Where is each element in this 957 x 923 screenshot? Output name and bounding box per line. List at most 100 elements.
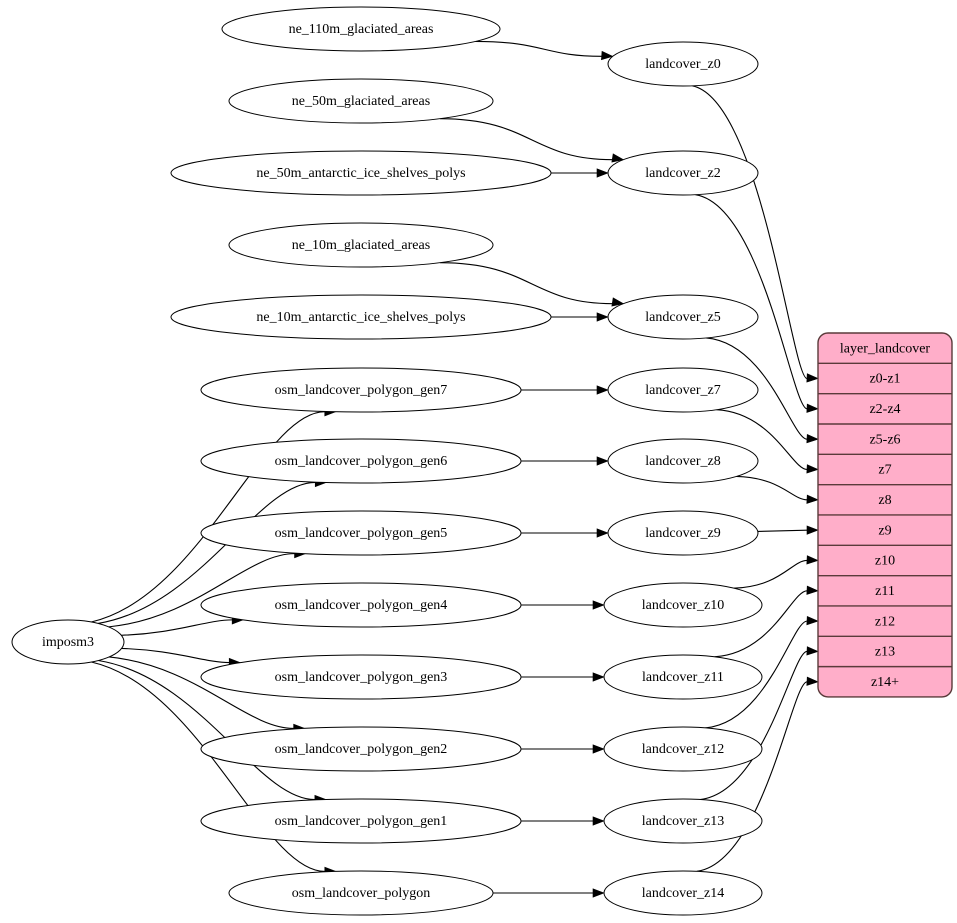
edge-path	[757, 529, 808, 532]
graph-node-ne_10m_glaciated_areas[interactable]: ne_10m_glaciated_areas	[228, 222, 494, 268]
table-row[interactable]: z14+	[871, 675, 899, 690]
edge-landcover_z9-to-table-row-z9	[757, 525, 819, 535]
node-ellipse	[200, 438, 522, 484]
graph-node-landcover_z12[interactable]: landcover_z12	[603, 726, 763, 772]
graph-node-landcover_z14[interactable]: landcover_z14	[603, 870, 763, 916]
edge-arrowhead	[601, 50, 614, 61]
node-label: landcover_z14	[642, 886, 724, 901]
node-label: landcover_z8	[645, 454, 720, 469]
table-row[interactable]: z5-z6	[869, 432, 900, 447]
graph-node-osm_landcover_polygon_gen3[interactable]: osm_landcover_polygon_gen3	[200, 654, 522, 700]
graph-node-landcover_z7[interactable]: landcover_z7	[607, 367, 759, 413]
table-row[interactable]: z0-z1	[869, 372, 900, 387]
graph-node-osm_landcover_polygon_gen6[interactable]: osm_landcover_polygon_gen6	[200, 438, 522, 484]
graph-node-landcover_z11[interactable]: landcover_z11	[603, 654, 763, 700]
table-row[interactable]: z13	[875, 645, 895, 660]
node-ellipse	[607, 367, 759, 413]
node-ellipse	[603, 726, 763, 772]
edge-arrowhead	[592, 816, 605, 826]
graph-node-osm_landcover_polygon[interactable]: osm_landcover_polygon	[228, 870, 494, 916]
node-ellipse	[200, 510, 522, 556]
node-label: landcover_z12	[642, 742, 724, 757]
graph-node-landcover_z5[interactable]: landcover_z5	[607, 294, 759, 340]
edge-osm_landcover_polygon_gen7-to-landcover_z7	[521, 385, 609, 395]
node-ellipse	[200, 582, 522, 628]
edge-arrowhead	[596, 456, 609, 466]
table-row[interactable]: z9	[878, 523, 891, 538]
node-label: imposm3	[42, 635, 94, 650]
table-row[interactable]: z10	[875, 554, 895, 569]
node-label: osm_landcover_polygon_gen6	[275, 454, 448, 469]
edge-arrowhead	[592, 744, 605, 754]
graph-node-landcover_z9[interactable]: landcover_z9	[607, 510, 759, 556]
node-label: osm_landcover_polygon_gen7	[275, 383, 448, 398]
node-label: ne_50m_glaciated_areas	[292, 94, 430, 109]
edge-arrowhead	[592, 888, 605, 898]
edge-path	[439, 118, 613, 161]
edge-landcover_z2-to-table-row-z2-z4	[695, 194, 819, 413]
edge-path	[121, 619, 233, 636]
node-label: landcover_z5	[645, 310, 720, 325]
edge-landcover_z8-to-table-row-z8	[736, 475, 819, 504]
table-row[interactable]: z12	[875, 614, 895, 629]
node-ellipse	[228, 78, 494, 124]
graph-node-osm_landcover_polygon_gen5[interactable]: osm_landcover_polygon_gen5	[200, 510, 522, 556]
graph-node-ne_50m_antarctic_ice_shelves_polys[interactable]: ne_50m_antarctic_ice_shelves_polys	[170, 150, 552, 196]
node-ellipse	[607, 41, 759, 87]
table-row-label: z11	[875, 584, 895, 599]
node-label: osm_landcover_polygon_gen3	[275, 670, 448, 685]
graph-node-landcover_z13[interactable]: landcover_z13	[603, 798, 763, 844]
edge-arrowhead	[806, 646, 819, 656]
graph-node-ne_10m_antarctic_ice_shelves_polys[interactable]: ne_10m_antarctic_ice_shelves_polys	[170, 294, 552, 340]
edge-arrowhead	[806, 464, 819, 474]
node-label: landcover_z11	[642, 670, 724, 685]
edge-imposm3-to-osm_landcover_polygon_gen4	[121, 615, 244, 636]
node-ellipse	[603, 582, 763, 628]
table-row[interactable]: z7	[878, 463, 891, 478]
edge-path	[705, 620, 808, 729]
edge-arrowhead	[806, 433, 819, 444]
edge-arrowhead	[806, 615, 819, 626]
node-ellipse	[607, 150, 759, 196]
table-row[interactable]: z2-z4	[869, 402, 900, 417]
edge-path	[736, 475, 808, 501]
edge-osm_landcover_polygon_gen2-to-landcover_z12	[521, 744, 605, 754]
node-label: landcover_z13	[642, 814, 724, 829]
graph-node-imposm3[interactable]: imposm3	[11, 619, 125, 665]
table-row[interactable]: z8	[878, 493, 891, 508]
layer-landcover-table[interactable]: layer_landcover z0-z1 z2-z4 z5-z6 z7 z8 z9 z10 z…	[817, 332, 953, 698]
edge-ne_10m_antarctic_ice_shelves_polys-to-landcover_z5	[551, 312, 609, 322]
graph-node-osm_landcover_polygon_gen1[interactable]: osm_landcover_polygon_gen1	[200, 798, 522, 844]
edge-ne_10m_glaciated_areas-to-landcover_z5	[439, 262, 625, 307]
graph-node-osm_landcover_polygon_gen7[interactable]: osm_landcover_polygon_gen7	[200, 367, 522, 413]
node-ellipse	[170, 294, 552, 340]
graph-node-landcover_z10[interactable]: landcover_z10	[603, 582, 763, 628]
graph-node-landcover_z8[interactable]: landcover_z8	[607, 438, 759, 484]
node-ellipse	[607, 294, 759, 340]
edge-arrowhead	[611, 153, 625, 163]
graph-node-osm_landcover_polygon_gen2[interactable]: osm_landcover_polygon_gen2	[200, 726, 522, 772]
edge-path	[695, 194, 808, 410]
graph-node-ne_110m_glaciated_areas[interactable]: ne_110m_glaciated_areas	[221, 6, 501, 52]
table-row-label: z9	[878, 523, 891, 538]
edge-path	[97, 481, 316, 624]
table-row-label: z8	[878, 493, 891, 508]
table-row[interactable]: z11	[875, 584, 895, 599]
edge-landcover_z5-to-table-row-z5-z6	[706, 337, 819, 444]
node-label: osm_landcover_polygon_gen2	[275, 742, 448, 757]
table-row-label: z5-z6	[869, 432, 900, 447]
graph-node-landcover_z2[interactable]: landcover_z2	[607, 150, 759, 196]
graph-node-ne_50m_glaciated_areas[interactable]: ne_50m_glaciated_areas	[228, 78, 494, 124]
graph-node-landcover_z0[interactable]: landcover_z0	[607, 41, 759, 87]
edge-ne_50m_glaciated_areas-to-landcover_z2	[439, 118, 625, 163]
edge-path	[98, 659, 315, 801]
graph-node-osm_landcover_polygon_gen4[interactable]: osm_landcover_polygon_gen4	[200, 582, 522, 628]
edge-osm_landcover_polygon_gen5-to-landcover_z9	[521, 528, 609, 538]
edge-arrowhead	[596, 168, 609, 178]
node-label: ne_10m_glaciated_areas	[292, 238, 430, 253]
node-label: ne_50m_antarctic_ice_shelves_polys	[256, 166, 465, 181]
node-label: osm_landcover_polygon_gen1	[275, 814, 448, 829]
edge-path	[439, 262, 613, 305]
table-header: layer_landcover	[840, 341, 931, 356]
edge-arrowhead	[592, 600, 605, 610]
